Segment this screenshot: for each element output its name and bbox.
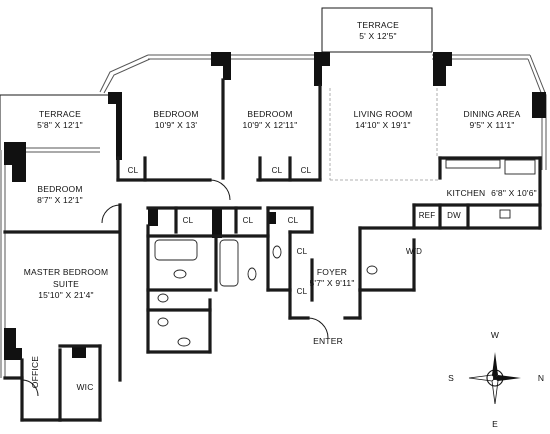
toilet-3 <box>177 337 191 347</box>
bedroom-2-name: BEDROOM <box>247 109 292 119</box>
columns <box>4 52 546 360</box>
closet-label: CL <box>272 166 283 175</box>
terrace-left-name: TERRACE <box>39 109 81 119</box>
wic-name: WIC <box>76 382 93 392</box>
bathtub-2 <box>219 239 239 287</box>
refrigerator-label: REF <box>419 211 436 220</box>
dining-area-name: DINING AREA <box>464 109 521 119</box>
kitchen-sink <box>499 209 511 219</box>
terrace-left-dims: 5'8" X 12'1" <box>37 120 83 130</box>
toilet-2 <box>247 267 257 281</box>
closet-label: CL <box>288 216 299 225</box>
terrace-top <box>321 7 433 53</box>
foyer-dims: 5'7" X 9'11" <box>309 278 354 288</box>
closet-label: CL <box>297 287 308 296</box>
sink-2 <box>157 317 169 327</box>
kitchen-dims: 6'8" X 10'6" <box>491 188 537 198</box>
foyer-name: FOYER <box>317 267 347 277</box>
compass-south-label: S <box>448 373 454 383</box>
bedroom-1-dims: 10'9" X 13' <box>155 120 198 130</box>
master-name-line1: MASTER BEDROOM <box>24 267 109 277</box>
compass: W E S N <box>448 330 544 429</box>
compass-needle-east <box>491 377 499 405</box>
office-name: OFFICE <box>30 356 40 388</box>
compass-north-label: N <box>538 373 544 383</box>
terrace-top-name: TERRACE <box>357 20 399 30</box>
interior-walls <box>3 78 542 422</box>
sink-1 <box>157 293 169 303</box>
stove <box>504 159 536 175</box>
sink-3 <box>272 245 282 259</box>
terrace-top-dims: 5' X 12'5" <box>359 31 397 41</box>
kitchen-name: KITCHEN <box>447 188 486 198</box>
closet-label: CL <box>128 166 139 175</box>
entry-label: ENTER <box>313 336 343 346</box>
bathtub-1 <box>154 239 198 261</box>
closet-label: CL <box>243 216 254 225</box>
master-name-line2: SUITE <box>53 279 79 289</box>
counter <box>445 159 501 169</box>
laundry-sink <box>366 265 378 275</box>
dishwasher-label: DW <box>447 211 461 220</box>
living-room-name: LIVING ROOM <box>354 109 413 119</box>
bedroom-3-name: BEDROOM <box>37 184 82 194</box>
toilet-1 <box>173 269 187 279</box>
doors <box>21 179 329 397</box>
washer-dryer-label: W/D <box>406 247 422 256</box>
compass-west-label: W <box>491 330 499 340</box>
room-labels: TERRACE 5' X 12'5" TERRACE 5'8" X 12'1" … <box>24 20 537 392</box>
closet-label: CL <box>297 247 308 256</box>
compass-needle-south <box>468 374 496 382</box>
living-room-dims: 14'10" X 19'1" <box>355 120 411 130</box>
dining-area-dims: 9'5" X 11'1" <box>469 120 514 130</box>
closet-labels: CL CL CL CL CL CL CL CL REF DW W/D ENTER <box>128 166 461 346</box>
closet-label: CL <box>301 166 312 175</box>
bedroom-2-dims: 10'9" X 12'11" <box>243 120 298 130</box>
compass-east-label: E <box>492 419 498 429</box>
bedroom-1-name: BEDROOM <box>153 109 198 119</box>
fixtures <box>154 159 536 347</box>
compass-needle-north <box>495 375 521 381</box>
closet-label: CL <box>183 216 194 225</box>
bedroom-3-dims: 8'7" X 12'1" <box>37 195 83 205</box>
compass-needle-west <box>492 352 498 378</box>
master-dims: 15'10" X 21'4" <box>38 290 94 300</box>
